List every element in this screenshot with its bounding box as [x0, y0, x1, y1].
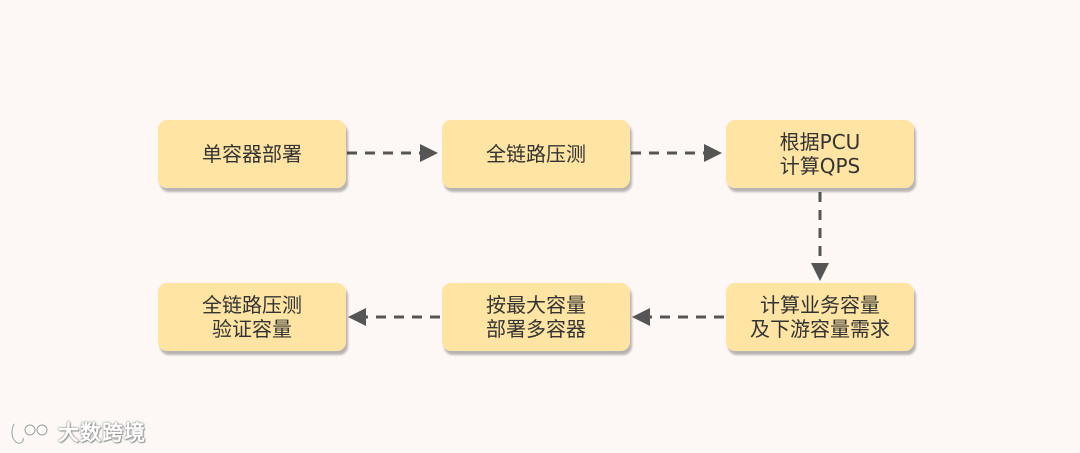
node-full-link-stress-test: 全链路压测: [442, 120, 630, 188]
node-single-container-deploy: 单容器部署: [158, 120, 346, 188]
arrowhead-n1-n2: [420, 144, 438, 162]
arrowhead-n5-n6: [348, 308, 366, 326]
brand-logo-icon: [10, 422, 49, 445]
arrowhead-n3-n4: [811, 263, 829, 281]
watermark: 大数跨境: [8, 415, 146, 449]
node-deploy-multi-containers: 按最大容量 部署多容器: [442, 283, 630, 351]
arrowhead-n4-n5: [632, 308, 650, 326]
watermark-text: 大数跨境: [58, 421, 146, 445]
node-verify-capacity: 全链路压测 验证容量: [158, 283, 346, 351]
arrowhead-n2-n3: [704, 144, 722, 162]
node-compute-business-capacity: 计算业务容量 及下游容量需求: [726, 283, 914, 351]
node-compute-qps-from-pcu: 根据PCU 计算QPS: [726, 120, 914, 188]
